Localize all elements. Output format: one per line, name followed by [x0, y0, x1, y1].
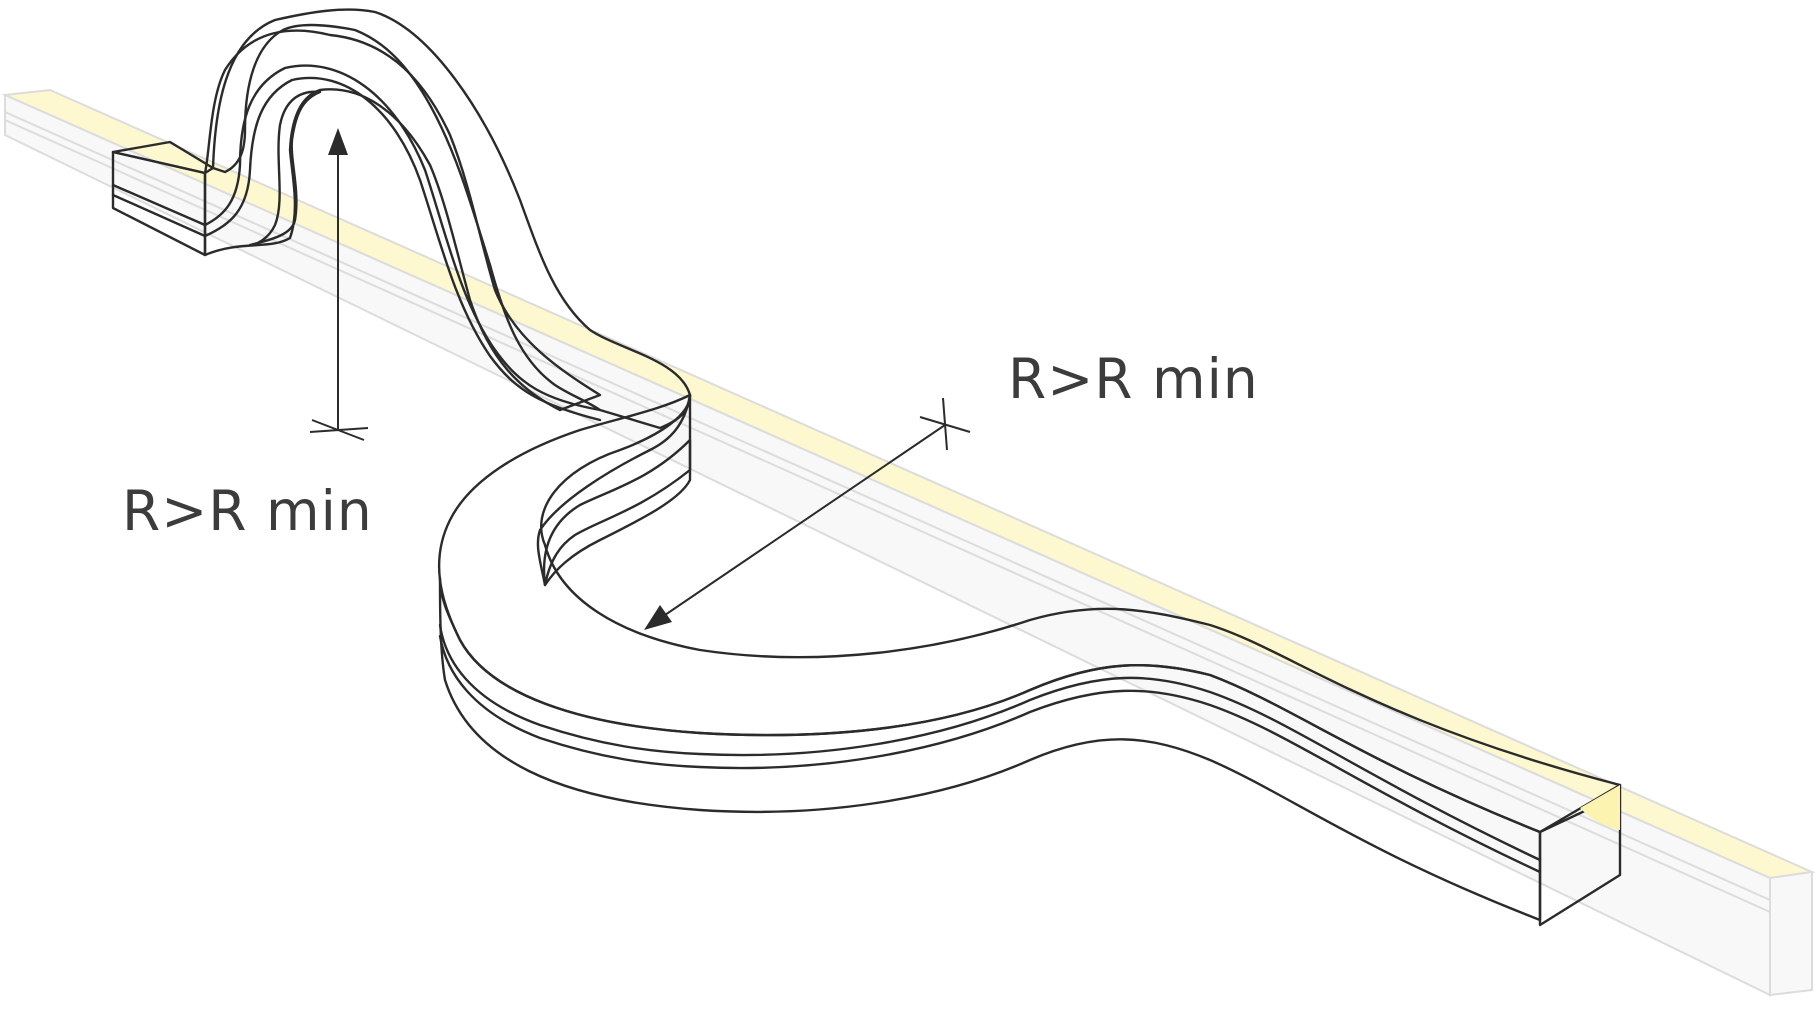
ghost-groove-line — [4, 111, 1771, 901]
strip-groove-line — [438, 623, 1542, 862]
strip-groove-line — [111, 193, 207, 238]
loop-top-face — [437, 393, 1622, 834]
arrow-head-down-left — [644, 605, 672, 630]
dimension-line — [664, 424, 946, 616]
radius-label-vertical: R>R min — [122, 479, 373, 543]
arch-shadow-wall — [248, 90, 322, 247]
center-mark — [311, 419, 365, 441]
ghost-groove-line — [4, 119, 1771, 913]
loop-inner-wall — [536, 393, 692, 587]
radius-dimension-vertical: R>R min — [122, 128, 373, 543]
strip-groove-line — [203, 76, 602, 422]
strip-groove-line — [438, 634, 1542, 874]
arrow-head-up — [328, 128, 348, 155]
strip-groove-line — [203, 64, 602, 412]
strip-right-end-glow — [1580, 785, 1620, 830]
radius-label-horizontal: R>R min — [1008, 347, 1259, 411]
strip-groove-line — [111, 183, 207, 227]
bent-neon-strip — [111, 8, 1622, 927]
straight-profile-ghost — [1, 88, 1816, 997]
loop-inner-shadow — [542, 438, 692, 587]
radius-dimension-horizontal: R>R min — [644, 347, 1259, 630]
ghost-profile-end — [1769, 870, 1813, 997]
arch-top-face — [211, 8, 692, 430]
center-mark — [942, 397, 948, 451]
